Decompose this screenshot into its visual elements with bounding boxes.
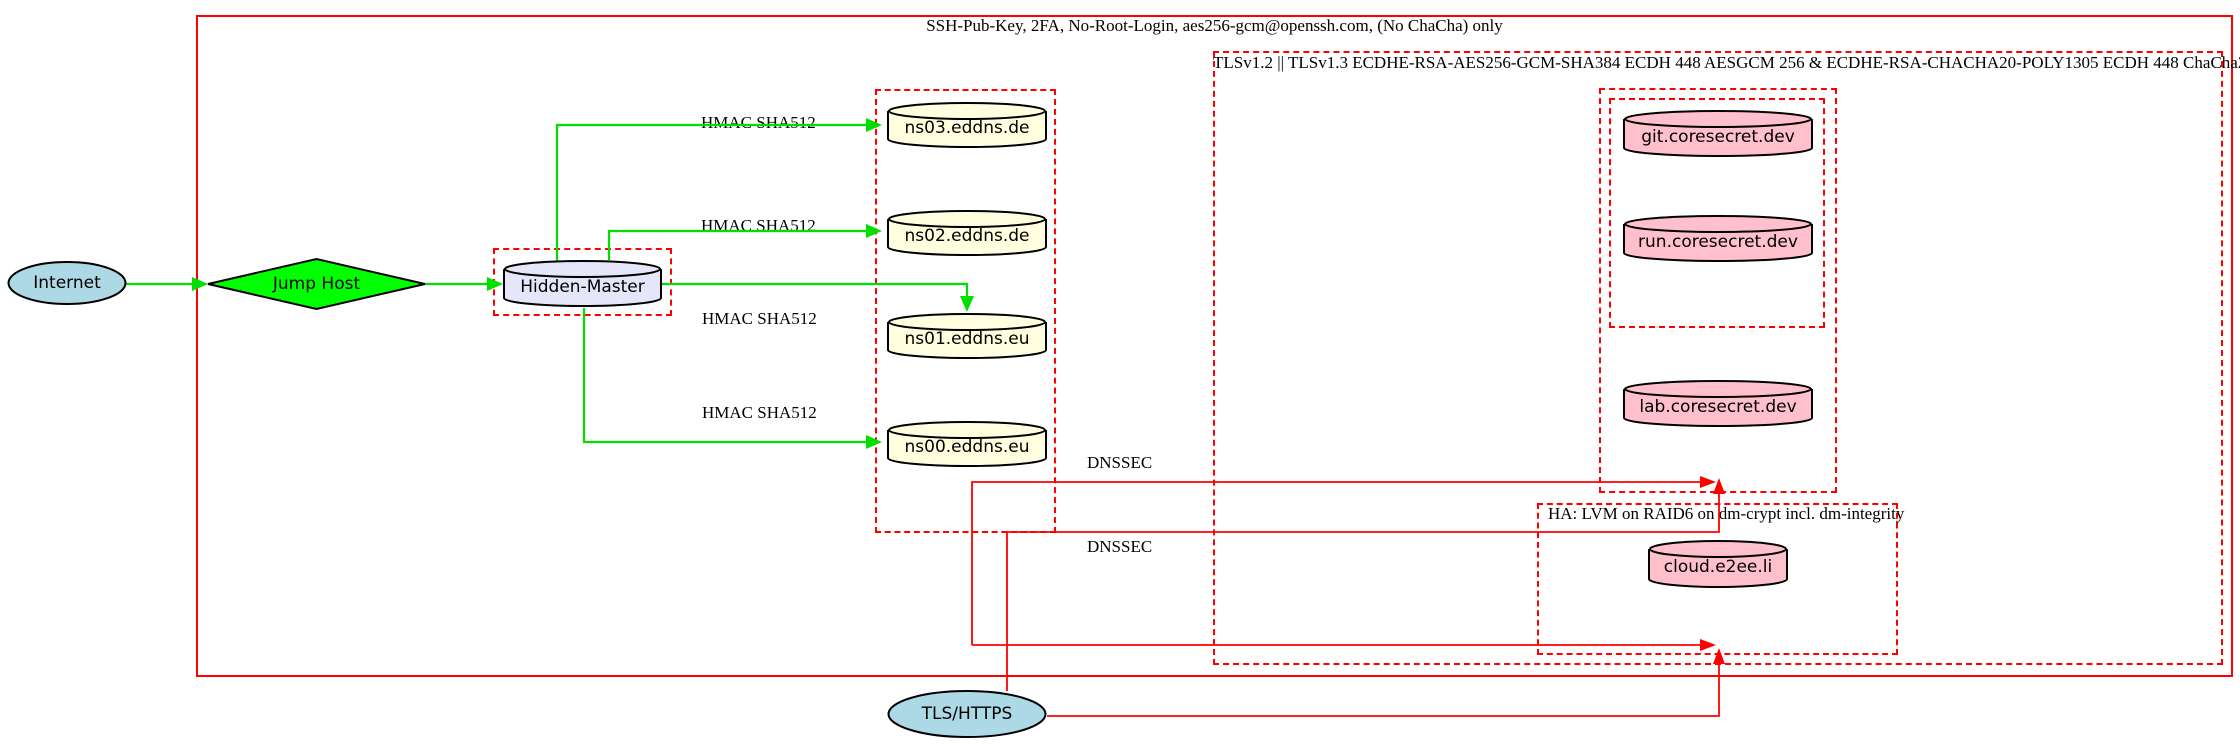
- ellipse-shape: [887, 690, 1047, 738]
- nameserver-cluster-box: [875, 89, 1056, 533]
- node-lab-coresecret: lab.coresecret.dev: [1623, 380, 1813, 427]
- cylinder-shape: [1623, 215, 1813, 262]
- node-label-ns00: ns00.eddns.eu: [904, 437, 1030, 457]
- cylinder-shape: [887, 421, 1047, 467]
- node-label-hidden-master: Hidden-Master: [520, 276, 645, 297]
- edge-label-hmac-ns03: HMAC SHA512: [701, 113, 816, 132]
- node-label-internet: Internet: [33, 273, 101, 293]
- node-label-cloud: cloud.e2ee.li: [1663, 557, 1773, 577]
- tls-cluster-label: TLSv1.2 || TLSv1.3 ECDHE-RSA-AES256-GCM-…: [1213, 53, 2240, 72]
- node-ns03: ns03.eddns.de: [887, 102, 1047, 148]
- node-ns02: ns02.eddns.de: [887, 210, 1047, 256]
- node-ns01: ns01.eddns.eu: [887, 313, 1047, 359]
- cylinder-shape: [1623, 380, 1813, 427]
- node-label-ns02: ns02.eddns.de: [904, 226, 1030, 246]
- node-run-coresecret: run.coresecret.dev: [1623, 215, 1813, 262]
- node-tls-https: TLS/HTTPS: [887, 690, 1047, 738]
- cylinder-shape: [887, 102, 1047, 148]
- node-internet: Internet: [7, 261, 127, 305]
- node-hidden-master: Hidden-Master: [503, 260, 662, 307]
- ssh-cluster-label: SSH-Pub-Key, 2FA, No-Root-Login, aes256-…: [926, 16, 1503, 35]
- edge-label-dnssec-2: DNSSEC: [1087, 537, 1153, 556]
- edge-label-hmac-ns00: HMAC SHA512: [702, 403, 817, 422]
- node-label-git: git.coresecret.dev: [1641, 126, 1795, 147]
- cylinder-shape: [887, 210, 1047, 256]
- edge-label-hmac-ns02: HMAC SHA512: [701, 216, 816, 235]
- node-label-tls-https: TLS/HTTPS: [921, 704, 1013, 724]
- ha-cluster-label: HA: LVM on RAID6 on dm-crypt incl. dm-in…: [1548, 504, 1905, 523]
- node-label-ns03: ns03.eddns.de: [904, 118, 1030, 138]
- node-label-run: run.coresecret.dev: [1638, 231, 1798, 252]
- node-label-jump-host: Jump Host: [272, 274, 361, 294]
- node-label-ns01: ns01.eddns.eu: [904, 329, 1030, 349]
- node-ns00: ns00.eddns.eu: [887, 421, 1047, 467]
- coresecret-inner-cluster-box: [1609, 98, 1825, 328]
- node-label-lab: lab.coresecret.dev: [1639, 396, 1797, 417]
- node-jump-host: Jump Host: [207, 257, 426, 311]
- edge-label-hmac-ns01: HMAC SHA512: [702, 309, 817, 328]
- cylinder-shape: [503, 260, 662, 307]
- node-cloud-e2ee: cloud.e2ee.li: [1648, 540, 1788, 588]
- edge-label-dnssec-1: DNSSEC: [1087, 453, 1153, 472]
- cylinder-shape: [887, 313, 1047, 359]
- node-git-coresecret: git.coresecret.dev: [1623, 110, 1813, 157]
- cylinder-shape: [1623, 110, 1813, 157]
